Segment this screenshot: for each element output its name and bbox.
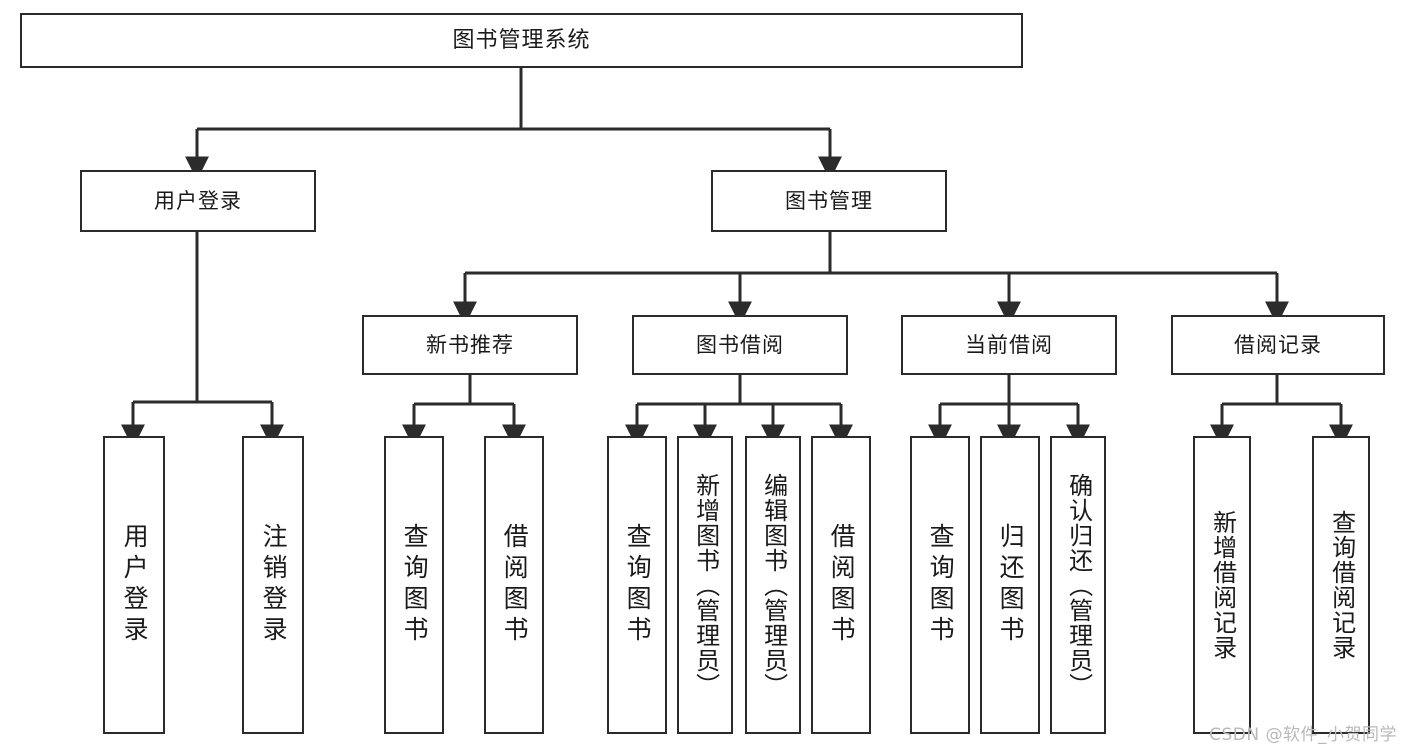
node-label: 新增借阅记录: [1208, 510, 1237, 660]
node-label: 用户登录: [120, 523, 150, 647]
node-label: 新增图书（管理员）: [691, 472, 720, 698]
leaf-book-borrow-add[interactable]: 新增图书（管理员）: [677, 436, 733, 734]
leaf-current-borrow-return[interactable]: 归还图书: [980, 436, 1040, 734]
node-root-system[interactable]: 图书管理系统: [20, 13, 1023, 68]
node-label: 查询图书: [400, 523, 430, 647]
node-user-login[interactable]: 用户登录: [80, 170, 316, 232]
node-label: 借阅图书: [827, 523, 857, 647]
node-label: 借阅图书: [500, 523, 530, 647]
node-label: 图书借阅: [696, 332, 784, 357]
node-label: 借阅记录: [1234, 332, 1322, 357]
leaf-book-borrow-borrow[interactable]: 借阅图书: [811, 436, 871, 734]
node-label: 图书管理系统: [452, 27, 591, 53]
node-borrow-record[interactable]: 借阅记录: [1171, 315, 1385, 375]
leaf-borrow-record-add[interactable]: 新增借阅记录: [1193, 436, 1251, 734]
leaf-user-login-login[interactable]: 用户登录: [103, 436, 165, 734]
leaf-new-book-query[interactable]: 查询图书: [384, 436, 444, 734]
node-label: 注销登录: [259, 523, 289, 647]
node-new-book-recommend[interactable]: 新书推荐: [362, 315, 578, 375]
leaf-user-login-logout[interactable]: 注销登录: [242, 436, 304, 734]
node-label: 归还图书: [996, 523, 1026, 647]
node-label: 图书管理: [785, 188, 873, 213]
leaf-borrow-record-query[interactable]: 查询借阅记录: [1312, 436, 1370, 734]
node-label: 用户登录: [154, 188, 242, 213]
node-label: 查询图书: [623, 523, 653, 647]
node-label: 确认归还（管理员）: [1064, 472, 1093, 698]
node-label: 编辑图书（管理员）: [759, 472, 788, 698]
watermark: CSDN @软件_小贺同学: [1209, 725, 1397, 745]
node-current-borrow[interactable]: 当前借阅: [901, 315, 1117, 375]
leaf-book-borrow-query[interactable]: 查询图书: [607, 436, 667, 734]
leaf-new-book-borrow[interactable]: 借阅图书: [484, 436, 544, 734]
node-book-borrow[interactable]: 图书借阅: [632, 315, 848, 375]
node-label: 新书推荐: [426, 332, 514, 357]
node-label: 当前借阅: [965, 332, 1053, 357]
node-label: 查询借阅记录: [1327, 510, 1356, 660]
node-book-management[interactable]: 图书管理: [711, 170, 947, 232]
leaf-book-borrow-edit[interactable]: 编辑图书（管理员）: [745, 436, 801, 734]
node-label: 查询图书: [926, 523, 956, 647]
leaf-current-borrow-confirm-return[interactable]: 确认归还（管理员）: [1050, 436, 1106, 734]
leaf-current-borrow-query[interactable]: 查询图书: [910, 436, 970, 734]
